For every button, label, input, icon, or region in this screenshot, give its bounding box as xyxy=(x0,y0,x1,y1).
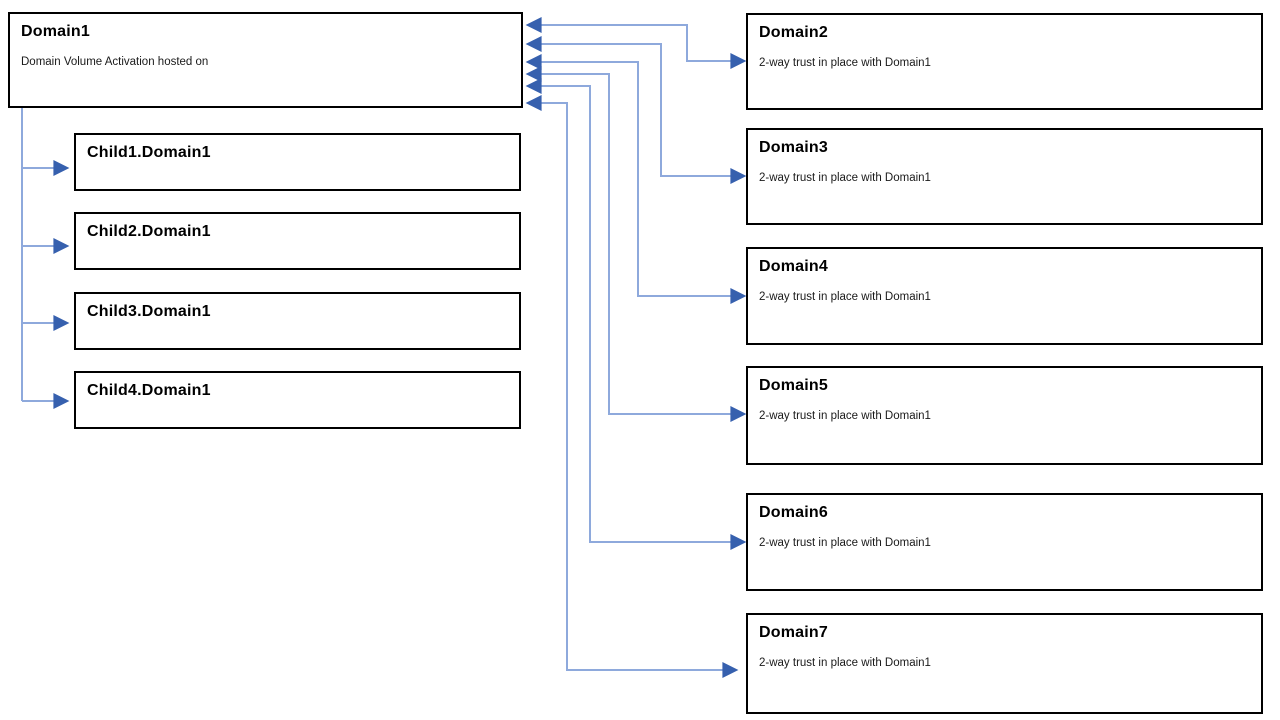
box-child3-domain1: Child3.Domain1 xyxy=(74,292,521,350)
box-domain4-title: Domain4 xyxy=(759,258,828,275)
connector-trust-domain4 xyxy=(525,54,747,304)
box-child4-domain1: Child4.Domain1 xyxy=(74,371,521,429)
box-child2-title: Child2.Domain1 xyxy=(87,223,211,240)
box-domain4: Domain4 2-way trust in place with Domain… xyxy=(746,247,1263,345)
connector-trust-domain5 xyxy=(525,66,747,422)
connector-trust-domain7 xyxy=(525,95,739,678)
box-child1-domain1: Child1.Domain1 xyxy=(74,133,521,191)
connector-trust-domain6 xyxy=(525,78,747,550)
box-child4-title: Child4.Domain1 xyxy=(87,382,211,399)
box-child3-title: Child3.Domain1 xyxy=(87,303,211,320)
box-domain1-title: Domain1 xyxy=(21,23,90,40)
connector-trust-domain2 xyxy=(525,17,747,69)
box-domain5-title: Domain5 xyxy=(759,377,828,394)
box-domain7-title: Domain7 xyxy=(759,624,828,641)
box-domain1-subtitle: Domain Volume Activation hosted on xyxy=(21,56,209,68)
box-domain2-subtitle: 2-way trust in place with Domain1 xyxy=(759,57,931,69)
box-domain6-subtitle: 2-way trust in place with Domain1 xyxy=(759,537,931,549)
connector-trust-domain3 xyxy=(525,36,747,184)
box-domain1: Domain1 Domain Volume Activation hosted … xyxy=(8,12,523,108)
box-domain7: Domain7 2-way trust in place with Domain… xyxy=(746,613,1263,714)
box-domain3: Domain3 2-way trust in place with Domain… xyxy=(746,128,1263,225)
box-domain6: Domain6 2-way trust in place with Domain… xyxy=(746,493,1263,591)
box-child1-title: Child1.Domain1 xyxy=(87,144,211,161)
box-domain2-title: Domain2 xyxy=(759,24,828,41)
box-child2-domain1: Child2.Domain1 xyxy=(74,212,521,270)
box-domain5-subtitle: 2-way trust in place with Domain1 xyxy=(759,410,931,422)
box-domain5: Domain5 2-way trust in place with Domain… xyxy=(746,366,1263,465)
box-domain6-title: Domain6 xyxy=(759,504,828,521)
box-domain7-subtitle: 2-way trust in place with Domain1 xyxy=(759,657,931,669)
box-domain3-title: Domain3 xyxy=(759,139,828,156)
box-domain2: Domain2 2-way trust in place with Domain… xyxy=(746,13,1263,110)
box-domain4-subtitle: 2-way trust in place with Domain1 xyxy=(759,291,931,303)
box-domain3-subtitle: 2-way trust in place with Domain1 xyxy=(759,172,931,184)
